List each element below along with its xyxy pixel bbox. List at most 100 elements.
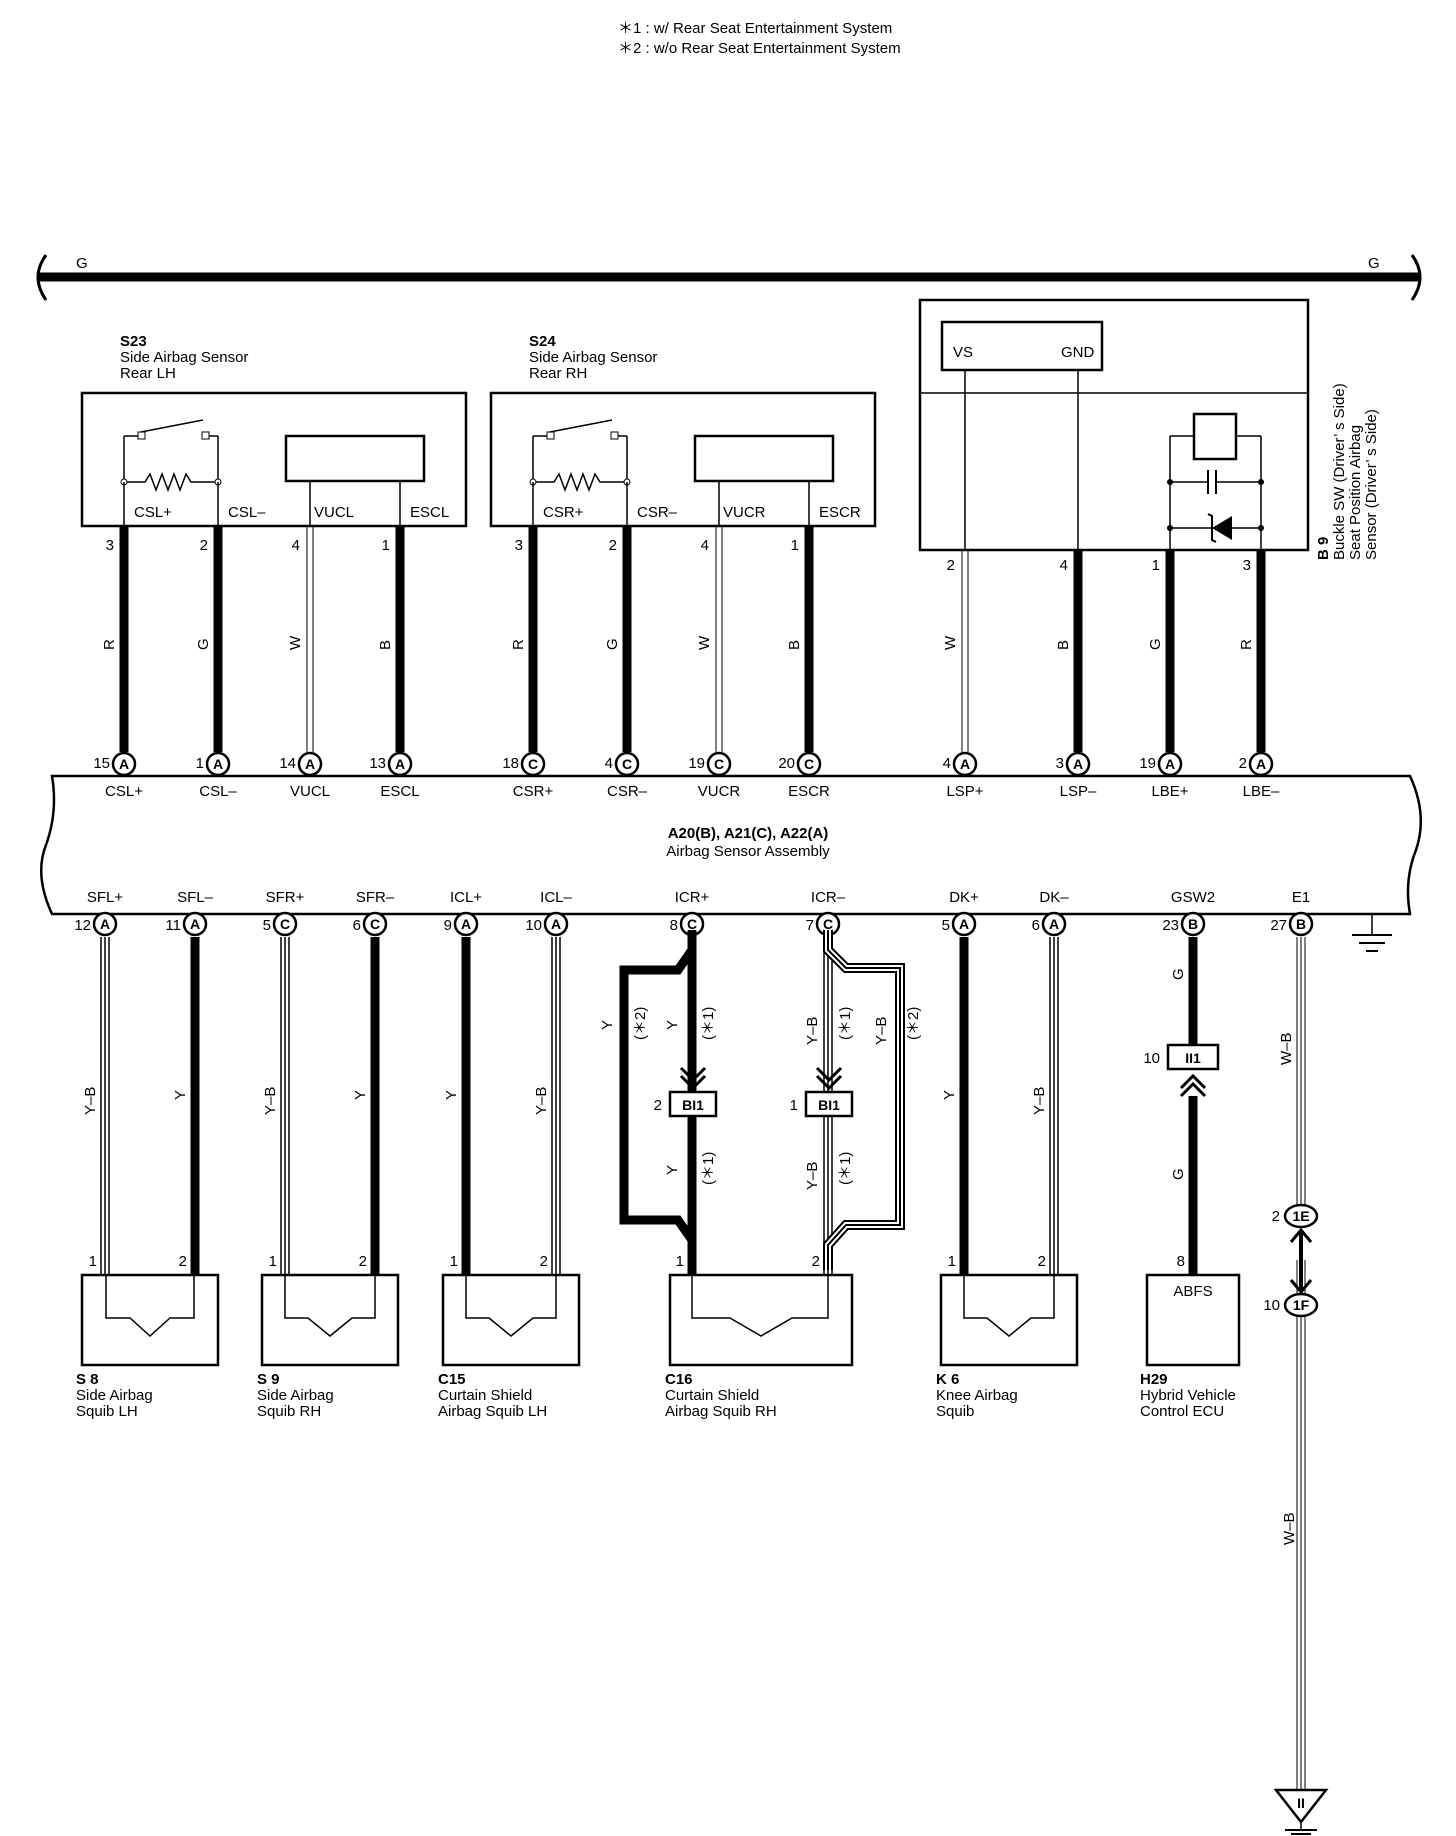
s8-line1: Side Airbag xyxy=(76,1387,153,1404)
bottom-wire-6: ICL–10Y–BA2 xyxy=(525,889,572,1275)
wire-color-label: Y–B xyxy=(533,1087,550,1115)
connector-letter: C xyxy=(370,916,380,932)
device-k6: K 6 Knee Airbag Squib xyxy=(936,1273,1079,1420)
connector-letter: A xyxy=(461,916,471,932)
icr-alt-minus-note: (＊2) xyxy=(905,1007,922,1040)
icr-plus-note-lower: (＊1) xyxy=(700,1152,717,1185)
assembly-pin-number: 19 xyxy=(688,755,705,772)
terminal-label: CSL– xyxy=(199,783,237,800)
k6-line1: Knee Airbag xyxy=(936,1387,1018,1404)
bi1-pin-left: 2 xyxy=(654,1097,662,1114)
switch-icon xyxy=(123,419,219,482)
wire-color-label: Y xyxy=(941,1090,958,1100)
terminal-label: E1 xyxy=(1292,889,1310,906)
icr-alt-routing: Y (＊2) Y (＊1) Y (＊1) Y–B (＊1) Y–B (＊1) Y… xyxy=(599,930,922,1270)
junction-1f xyxy=(1283,1292,1319,1318)
assembly-pin-number: 3 xyxy=(1056,755,1064,772)
s9-line1: Side Airbag xyxy=(257,1387,334,1404)
airbag-sensor-assembly: A20(B), A21(C), A22(A) Airbag Sensor Ass… xyxy=(40,774,1422,916)
device-pin-number: 2 xyxy=(359,1253,367,1270)
terminal-label: DK– xyxy=(1039,889,1069,906)
wire-color-label: R xyxy=(1238,639,1255,650)
box-pin-label: VUCR xyxy=(723,504,766,521)
connector-circle xyxy=(387,751,413,777)
connector-circle xyxy=(1065,751,1091,777)
bi1-connector-right xyxy=(804,1090,854,1118)
connector-letter: A xyxy=(959,916,969,932)
h29-line2: Control ECU xyxy=(1140,1403,1224,1420)
wire-color-label: Y–B xyxy=(262,1087,279,1115)
assembly-pin-number: 13 xyxy=(369,755,386,772)
box-pin-label: CSR– xyxy=(637,504,678,521)
ground-label: II xyxy=(1297,1795,1305,1811)
s8-line2: Squib LH xyxy=(76,1403,138,1420)
terminal-label: SFR+ xyxy=(266,889,305,906)
sensor-pin-number: 4 xyxy=(701,537,709,554)
connector-circle xyxy=(952,751,978,777)
terminal-label: CSR– xyxy=(607,783,648,800)
connector-letter: A xyxy=(395,756,405,772)
connector-circle xyxy=(272,911,298,937)
bi1-label-left: BI1 xyxy=(682,1097,704,1113)
icr-plus-note-upper: (＊1) xyxy=(700,1007,717,1040)
note-1: ＊1 : w/ Rear Seat Entertainment System xyxy=(618,20,892,37)
icr-minus-note-upper: (＊1) xyxy=(837,1007,854,1040)
squib-icon xyxy=(465,1275,557,1337)
terminal-label: SFR– xyxy=(356,889,395,906)
k6-line2: Squib xyxy=(936,1403,974,1420)
wire-color-label: B xyxy=(377,640,394,650)
terminal-label: LSP+ xyxy=(946,783,983,800)
icr-plus-color-upper: Y xyxy=(664,1020,681,1030)
device-pin-number: 2 xyxy=(1038,1253,1046,1270)
bus-label-left: G xyxy=(76,255,88,272)
g-bus: G G xyxy=(36,254,1422,301)
box-pin-label: CSL– xyxy=(228,504,266,521)
b9-gnd: GND xyxy=(1061,344,1095,361)
connector-circle xyxy=(297,751,323,777)
h29-code: H29 xyxy=(1140,1371,1168,1388)
connector-letter: B xyxy=(1188,916,1198,932)
wire-color-label: G xyxy=(1170,968,1187,980)
terminal-label: LSP– xyxy=(1060,783,1097,800)
s23-name: Side Airbag Sensor xyxy=(120,349,248,366)
s23-code: S23 xyxy=(120,333,147,350)
terminal-label: ICL– xyxy=(540,889,572,906)
wire-color-label: W–B xyxy=(1278,1032,1295,1065)
junction-1f-pin: 10 xyxy=(1263,1297,1280,1314)
c15-line1: Curtain Shield xyxy=(438,1387,532,1404)
assembly-pin-number: 12 xyxy=(74,917,91,934)
bottom-wire-3: SFR+5Y–BC1 xyxy=(262,889,305,1275)
device-c16: C16 Curtain Shield Airbag Squib RH xyxy=(665,1273,854,1420)
device-h29: ABFS H29 Hybrid Vehicle Control ECU xyxy=(1140,1273,1241,1420)
connector-circle xyxy=(796,751,822,777)
assembly-code: A20(B), A21(C), A22(A) xyxy=(668,825,829,842)
connector-letter: C xyxy=(804,756,814,772)
box-pin-label: ESCR xyxy=(819,504,861,521)
e1-lower-color: W–B xyxy=(1281,1512,1298,1545)
device-c15: C15 Curtain Shield Airbag Squib LH xyxy=(438,1273,581,1420)
assembly-pin-number: 5 xyxy=(942,917,950,934)
icr-minus-color-lower: Y–B xyxy=(804,1162,821,1190)
bi1-pin-right: 1 xyxy=(790,1097,798,1114)
resistor-icon xyxy=(120,471,222,526)
connector-letter: C xyxy=(528,756,538,772)
junction-1e-pin: 2 xyxy=(1272,1208,1280,1225)
bottom-wire-group: SFL+12Y–BA1SFL–11YA2SFR+5Y–BC1SFR–6YC2IC… xyxy=(74,889,1314,1275)
terminal-label: DK+ xyxy=(949,889,979,906)
wire-color-label: B xyxy=(1055,640,1072,650)
s9-line2: Squib RH xyxy=(257,1403,321,1420)
ground-point-icon xyxy=(1273,1788,1329,1825)
box-pin-label: CSL+ xyxy=(134,504,172,521)
assembly-pin-number: 10 xyxy=(525,917,542,934)
icr-alt-minus-color: Y–B xyxy=(873,1017,890,1045)
